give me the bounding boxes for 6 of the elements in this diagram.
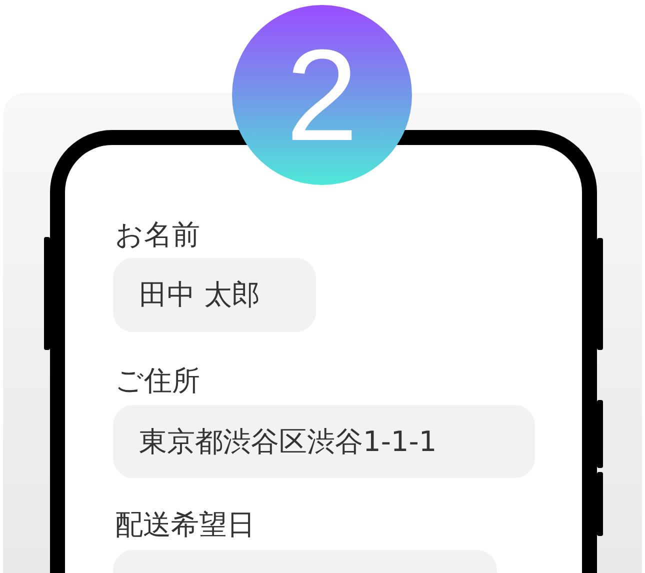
- field-label: 配送希望日: [115, 508, 255, 542]
- field-label: お名前: [115, 218, 200, 252]
- input-field: 東京都渋谷区渋谷1-1-1: [113, 405, 535, 478]
- input-field: 田中 太郎: [113, 258, 316, 332]
- field-label: ご住所: [115, 364, 200, 398]
- step-number-badge: 2: [232, 5, 412, 185]
